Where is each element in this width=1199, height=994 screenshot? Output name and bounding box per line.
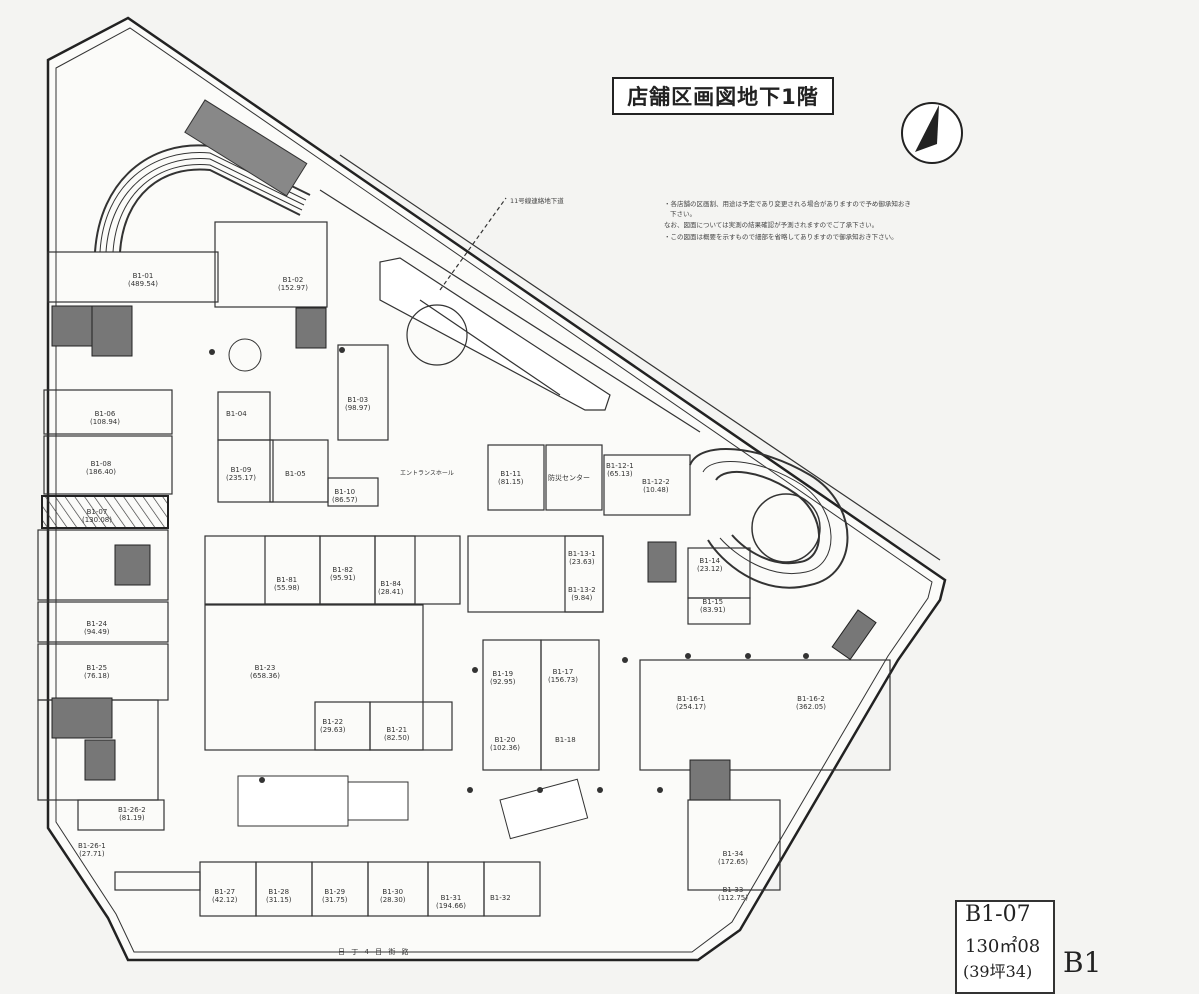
unit-label-b1-26-2: B1-26-2(81.19) — [118, 806, 146, 822]
columns — [209, 347, 809, 793]
unit-label-b1-09: B1-09(235.17) — [226, 466, 256, 482]
unit-label-b1-17: B1-17(156.73) — [548, 668, 578, 684]
entrance-hall-label: エントランスホール — [400, 470, 454, 477]
south-units — [114, 861, 541, 917]
north-arrow-icon — [901, 102, 963, 164]
unit-label-b1-01: B1-01(489.54) — [128, 272, 158, 288]
unit-label-b1-15: B1-15(83.91) — [700, 598, 726, 614]
unit-label-b1-82: B1-82(95.91) — [330, 566, 356, 582]
unit-label-b1-34: B1-34(172.65) — [718, 850, 748, 866]
unit-label-b1-06: B1-06(108.94) — [90, 410, 120, 426]
north-corridor — [319, 154, 941, 561]
selected-unit-info-box: B1-07 130㎡08 (39坪34) — [955, 900, 1055, 994]
unit-label-b1-33: B1-33(112.75) — [718, 886, 748, 902]
unit-label-b1-84: B1-84(28.41) — [378, 580, 404, 596]
selected-unit-tsubo: (39坪34) — [963, 962, 1033, 981]
unit-label-b1-13-2: B1-13-2(9.84) — [568, 586, 596, 602]
unit-label-b1-32: B1-32 — [490, 894, 511, 902]
map-title: 店舗区画図地下1階 — [612, 77, 834, 115]
unit-b1-07-highlight — [41, 495, 169, 529]
building-inner-outline — [55, 27, 933, 953]
unit-label-b1-08: B1-08(186.40) — [86, 460, 116, 476]
unit-label-b1-12-1: B1-12-1(65.13) — [606, 462, 634, 478]
west-units — [37, 251, 219, 831]
info-center-label: 防災センター — [548, 474, 590, 482]
note-1: ・各店舗の区画割、用途は予定であり変更される場合がありますので予め御承知おき下さ… — [664, 200, 911, 218]
unit-label-b1-16-1: B1-16-1(254.17) — [676, 695, 706, 711]
unit-label-b1-25: B1-25(76.18) — [84, 664, 110, 680]
stair-blocks-west — [51, 305, 151, 781]
unit-label-b1-11: B1-11(81.15) — [498, 470, 524, 486]
unit-label-b1-16-2: B1-16-2(362.05) — [796, 695, 826, 711]
unit-label-b1-29: B1-29(31.75) — [322, 888, 348, 904]
street-label: 日 丁 4 目 街 路 — [338, 948, 411, 956]
central-stairs — [295, 307, 877, 801]
central-blocks — [228, 338, 589, 840]
notes-block: ・各店舗の区画割、用途は予定であり変更される場合がありますので予め御承知おき下さ… — [664, 200, 914, 244]
note-2: なお、図面については実測の結果確認が予測されますのでご了承下さい。 — [664, 221, 879, 229]
unit-label-b1-26-1: B1-26-1(27.71) — [78, 842, 106, 858]
unit-label-b1-12-2: B1-12-2(10.48) — [642, 478, 670, 494]
unit-label-b1-27: B1-27(42.12) — [212, 888, 238, 904]
unit-label-b1-23: B1-23(658.36) — [250, 664, 280, 680]
unit-label-b1-22: B1-22(29.63) — [320, 718, 346, 734]
unit-label-b1-28: B1-28(31.15) — [266, 888, 292, 904]
unit-label-b1-30: B1-30(28.30) — [380, 888, 406, 904]
unit-label-b1-31: B1-31(194.66) — [436, 894, 466, 910]
unit-label-b1-21: B1-21(82.50) — [384, 726, 410, 742]
unit-label-b1-13-1: B1-13-1(23.63) — [568, 550, 596, 566]
unit-label-b1-03: B1-03(98.97) — [345, 396, 371, 412]
unit-label-b1-20: B1-20(102.36) — [490, 736, 520, 752]
note-3: ・この図面は概要を示すもので細部を省略してありますので御承知おき下さい。 — [664, 232, 898, 241]
selected-unit-code: B1-07 — [965, 902, 1031, 927]
unit-label-b1-05: B1-05 — [285, 470, 306, 478]
building-outline — [46, 16, 947, 962]
subway-link-label: 11号線連絡地下道 — [510, 197, 564, 205]
curved-stair-southeast — [689, 448, 849, 589]
stair-bank-north — [184, 99, 308, 197]
central-units — [204, 221, 891, 891]
selected-unit-area: 130㎡08 — [965, 936, 1041, 957]
unit-label-b1-24: B1-24(94.49) — [84, 620, 110, 636]
unit-label-b1-81: B1-81(55.98) — [274, 576, 300, 592]
curved-stair-northwest — [94, 144, 311, 253]
unit-label-b1-02: B1-02(152.97) — [278, 276, 308, 292]
unit-label-b1-14: B1-14(23.12) — [697, 557, 723, 573]
unit-label-b1-18: B1-18 — [555, 736, 576, 744]
unit-label-b1-10: B1-10(86.57) — [332, 488, 358, 504]
unit-label-b1-07: B1-07(130.08) — [82, 508, 112, 524]
unit-label-b1-04: B1-04 — [226, 410, 247, 418]
floor-label: B1 — [1063, 946, 1102, 979]
unit-label-b1-19: B1-19(92.95) — [490, 670, 516, 686]
